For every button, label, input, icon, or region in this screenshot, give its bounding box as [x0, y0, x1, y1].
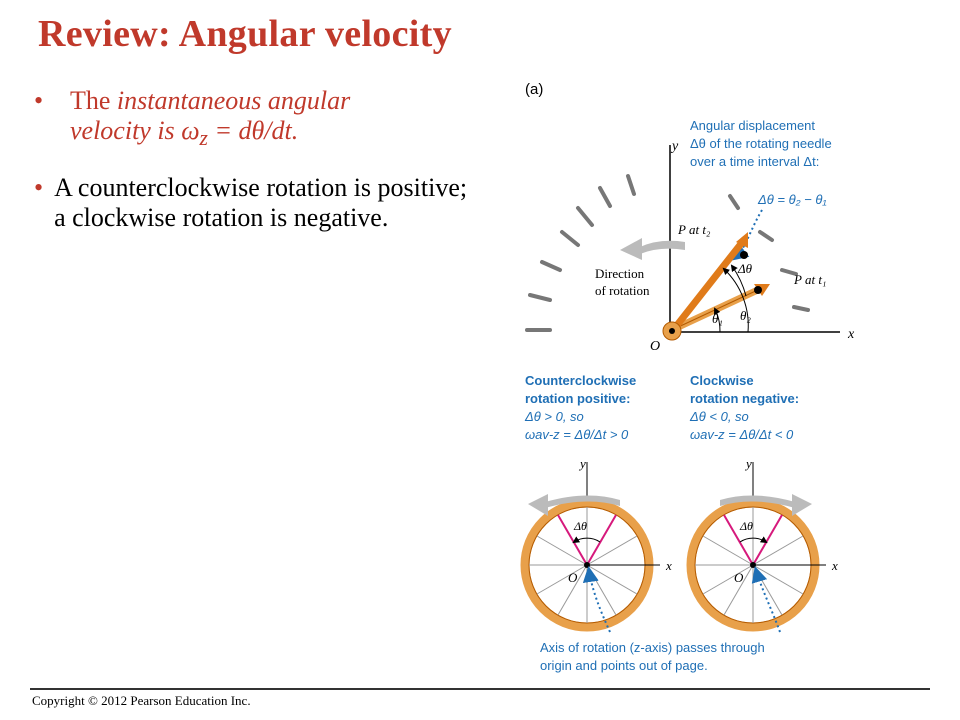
- rotation-direction-arrowhead: [620, 238, 642, 260]
- annotation-line: over a time interval Δt:: [690, 154, 819, 169]
- axis-note: origin and points out of page.: [540, 658, 708, 673]
- panel-label: (a): [525, 81, 543, 98]
- theta2-arc: [722, 267, 749, 333]
- bullet1-line2: velocity is: [70, 116, 182, 145]
- needle-t2-tip: [736, 232, 748, 248]
- ccw-omega: ωav-z = Δθ/Δt > 0: [525, 427, 629, 442]
- x-axis-label: x: [831, 558, 838, 573]
- rotation-ticks: [525, 174, 810, 332]
- theta2-label: θ₂: [740, 308, 751, 323]
- cw-omega: ωav-z = Δθ/Δt < 0: [690, 427, 794, 442]
- bullet1-em: instantaneous angular: [116, 86, 351, 115]
- copyright: Copyright © 2012 Pearson Education Inc.: [32, 693, 251, 708]
- delta-theta-arc: [730, 264, 747, 297]
- theta1-label: θ₁: [712, 311, 723, 326]
- pivot-center: [669, 328, 675, 334]
- p-t2-label: P at t₂: [677, 222, 711, 237]
- x-axis-label: x: [665, 558, 672, 573]
- cw-inequality: Δθ < 0, so: [689, 409, 749, 424]
- bullet-text: A counterclockwise rotation is positive;…: [54, 173, 468, 233]
- pointer-arrow: [751, 566, 781, 633]
- bullet-dot: •: [34, 173, 44, 203]
- y-axis-label: y: [578, 456, 586, 471]
- wheel-ccw: y Δθ O x: [520, 456, 672, 632]
- wheel-cw: y Δθ O x: [686, 456, 838, 632]
- angular-velocity-figure: (a) Angular displacement Δθ of the rotat…: [500, 70, 880, 690]
- rotation-direction-arrow: [640, 240, 685, 254]
- needle-t2: [670, 236, 748, 333]
- footer-divider: [30, 688, 930, 690]
- bullet1-prefix: The: [70, 86, 117, 115]
- delta-theta-label: Δθ: [737, 261, 753, 276]
- axis-note: Axis of rotation (z-axis) passes through: [540, 640, 765, 655]
- theta1-arc: [714, 307, 721, 333]
- origin-label: O: [734, 570, 744, 585]
- bullet1-omega: ω: [181, 116, 200, 145]
- point-p-t1: [754, 286, 762, 294]
- p-t1-label: P at t₁: [793, 272, 826, 287]
- annotation-line: Δθ of the rotating needle: [690, 136, 832, 151]
- delta-theta-label: Δθ: [739, 519, 753, 533]
- delta-theta-label: Δθ: [573, 519, 587, 533]
- slide-title: Review: Angular velocity: [38, 13, 452, 55]
- ccw-inequality: Δθ > 0, so: [524, 409, 584, 424]
- direction-label: Direction: [595, 266, 645, 281]
- direction-label: of rotation: [595, 283, 650, 298]
- bullet-sign-convention: • A counterclockwise rotation is positiv…: [34, 173, 474, 233]
- origin-label: O: [650, 339, 660, 354]
- bullet1-eq: = dθ/dt.: [207, 116, 299, 145]
- ccw-caption: rotation positive:: [525, 391, 630, 406]
- point-p-t2: [740, 251, 748, 259]
- annotation-line: Angular displacement: [690, 118, 815, 133]
- x-axis-label: x: [847, 327, 855, 342]
- y-axis-label: y: [670, 139, 679, 154]
- bullet1-sub: z: [199, 126, 208, 151]
- origin-label: O: [568, 570, 578, 585]
- pointer-arrow: [582, 566, 611, 633]
- cw-caption: rotation negative:: [690, 391, 799, 406]
- bullet-dot: •: [34, 86, 44, 115]
- y-axis-label: y: [744, 456, 752, 471]
- cw-caption: Clockwise: [690, 373, 754, 388]
- delta-equation: Δθ = θ₂ − θ₁: [757, 192, 827, 207]
- ccw-caption: Counterclockwise: [525, 373, 636, 388]
